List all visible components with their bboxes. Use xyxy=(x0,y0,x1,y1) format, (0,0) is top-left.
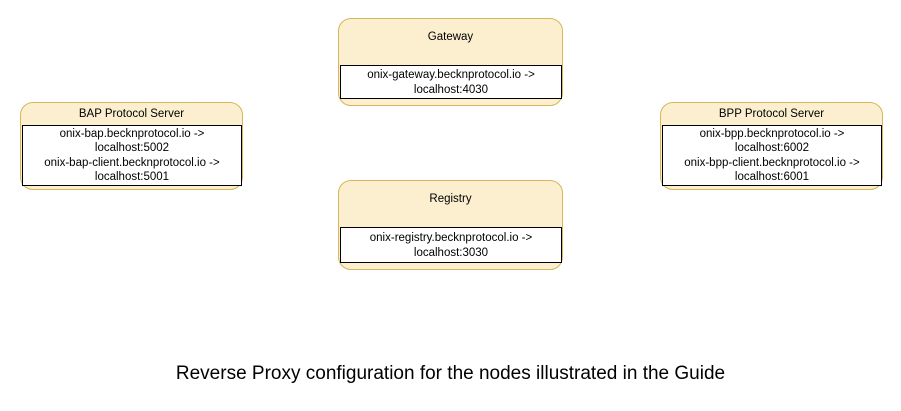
diagram-caption: Reverse Proxy configuration for the node… xyxy=(175,363,726,384)
node-bpp-title: BPP Protocol Server xyxy=(718,108,825,120)
node-gateway-body: onix-gateway.becknprotocol.io -> localho… xyxy=(340,65,562,99)
node-bap-title: BAP Protocol Server xyxy=(78,108,185,120)
node-bap-body: onix-bap.becknprotocol.io -> localhost:5… xyxy=(22,125,242,186)
node-gateway-entry-0: onix-gateway.becknprotocol.io -> xyxy=(367,69,535,81)
node-bpp-entry-3: localhost:6001 xyxy=(734,171,810,183)
node-registry-body: onix-registry.becknprotocol.io -> localh… xyxy=(340,227,562,263)
node-bpp-entry-2: onix-bpp-client.becknprotocol.io -> xyxy=(684,156,860,169)
node-gateway-entry-1: localhost:4030 xyxy=(413,83,489,96)
node-bpp-protocol-server[interactable]: BPP Protocol Server onix-bpp.becknprotoc… xyxy=(660,102,883,190)
node-bpp-entry-0: onix-bpp.becknprotocol.io -> xyxy=(699,127,845,140)
node-bpp-entry-1: localhost:6002 xyxy=(734,142,810,154)
node-bap-entry-3: localhost:5001 xyxy=(94,171,170,183)
node-registry-entry-1: localhost:3030 xyxy=(413,246,489,259)
node-registry-title: Registry xyxy=(429,193,472,205)
node-registry-entry-0: onix-registry.becknprotocol.io -> xyxy=(369,232,533,244)
node-gateway[interactable]: Gateway onix-gateway.becknprotocol.io ->… xyxy=(338,18,563,106)
node-bap-protocol-server[interactable]: BAP Protocol Server onix-bap.becknprotoc… xyxy=(20,102,243,190)
node-registry[interactable]: Registry onix-registry.becknprotocol.io … xyxy=(338,180,563,270)
node-bap-entry-0: onix-bap.becknprotocol.io -> xyxy=(59,127,205,140)
node-bap-entry-2: onix-bap-client.becknprotocol.io -> xyxy=(44,156,220,169)
node-bpp-body: onix-bpp.becknprotocol.io -> localhost:6… xyxy=(662,125,882,186)
node-gateway-title: Gateway xyxy=(427,31,474,43)
node-bap-entry-1: localhost:5002 xyxy=(94,142,170,154)
